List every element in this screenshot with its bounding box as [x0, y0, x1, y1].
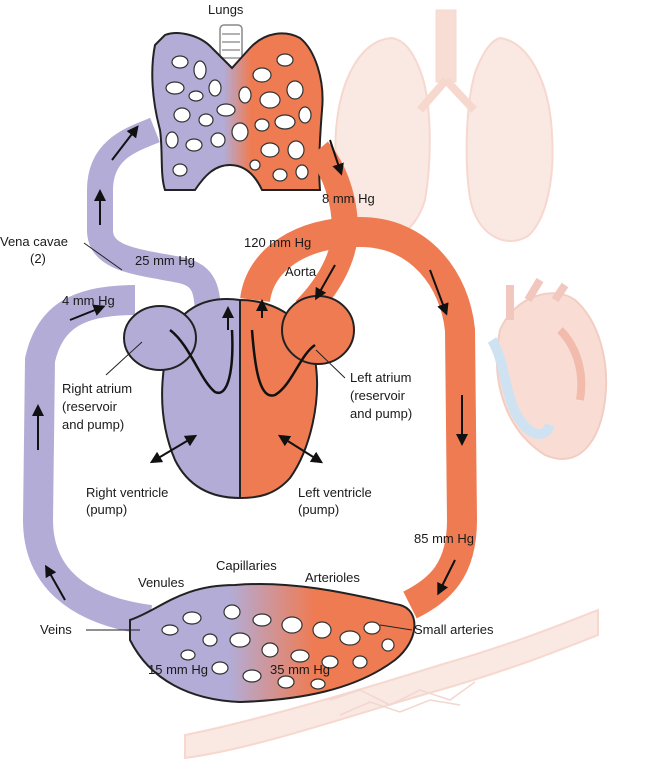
label-pressure-8: 8 mm Hg — [322, 191, 375, 206]
label-small-arteries: Small arteries — [414, 622, 494, 637]
background-heart-illustration — [487, 277, 608, 460]
heart — [123, 295, 355, 500]
label-vena-cavae-count: (2) — [30, 251, 46, 266]
label-left-ventricle-sub: (pump) — [298, 502, 339, 517]
left-atrium — [281, 295, 355, 365]
label-pressure-120: 120 mm Hg — [244, 235, 311, 250]
label-right-atrium-sub1: (reservoir — [62, 399, 118, 414]
right-atrium — [123, 305, 197, 371]
label-vena-cavae: Vena cavae — [0, 234, 68, 249]
label-pressure-15: 15 mm Hg — [148, 662, 208, 677]
label-arterioles: Arterioles — [305, 570, 360, 585]
label-pressure-85: 85 mm Hg — [414, 531, 474, 546]
label-right-ventricle: Right ventricle — [86, 485, 168, 500]
background-lungs-illustration — [334, 9, 554, 242]
vena-cava-systemic-vein — [22, 285, 153, 635]
lungs — [151, 24, 324, 191]
leader-lines — [83, 242, 413, 631]
flow-arrows — [32, 125, 468, 601]
capillary-bed — [129, 583, 416, 704]
label-left-ventricle: Left ventricle — [298, 485, 372, 500]
label-capillaries: Capillaries — [216, 558, 277, 573]
label-venules: Venules — [138, 575, 185, 590]
background-vessel-illustration — [184, 608, 599, 760]
label-right-atrium-sub2: and pump) — [62, 417, 124, 432]
alveoli — [165, 53, 312, 182]
label-pressure-25: 25 mm Hg — [135, 253, 195, 268]
label-lungs: Lungs — [208, 2, 244, 17]
label-right-atrium: Right atrium — [62, 381, 132, 396]
labels: Lungs Vena cavae (2) 25 mm Hg 4 mm Hg 8 … — [0, 2, 494, 677]
label-aorta: Aorta — [285, 264, 317, 279]
pulmonary-artery — [87, 117, 221, 321]
label-left-atrium: Left atrium — [350, 370, 411, 385]
label-veins: Veins — [40, 622, 72, 637]
label-left-atrium-sub2: and pump) — [350, 406, 412, 421]
label-pressure-35: 35 mm Hg — [270, 662, 330, 677]
label-right-ventricle-sub: (pump) — [86, 502, 127, 517]
label-left-atrium-sub1: (reservoir — [350, 388, 406, 403]
label-pressure-4: 4 mm Hg — [62, 293, 115, 308]
